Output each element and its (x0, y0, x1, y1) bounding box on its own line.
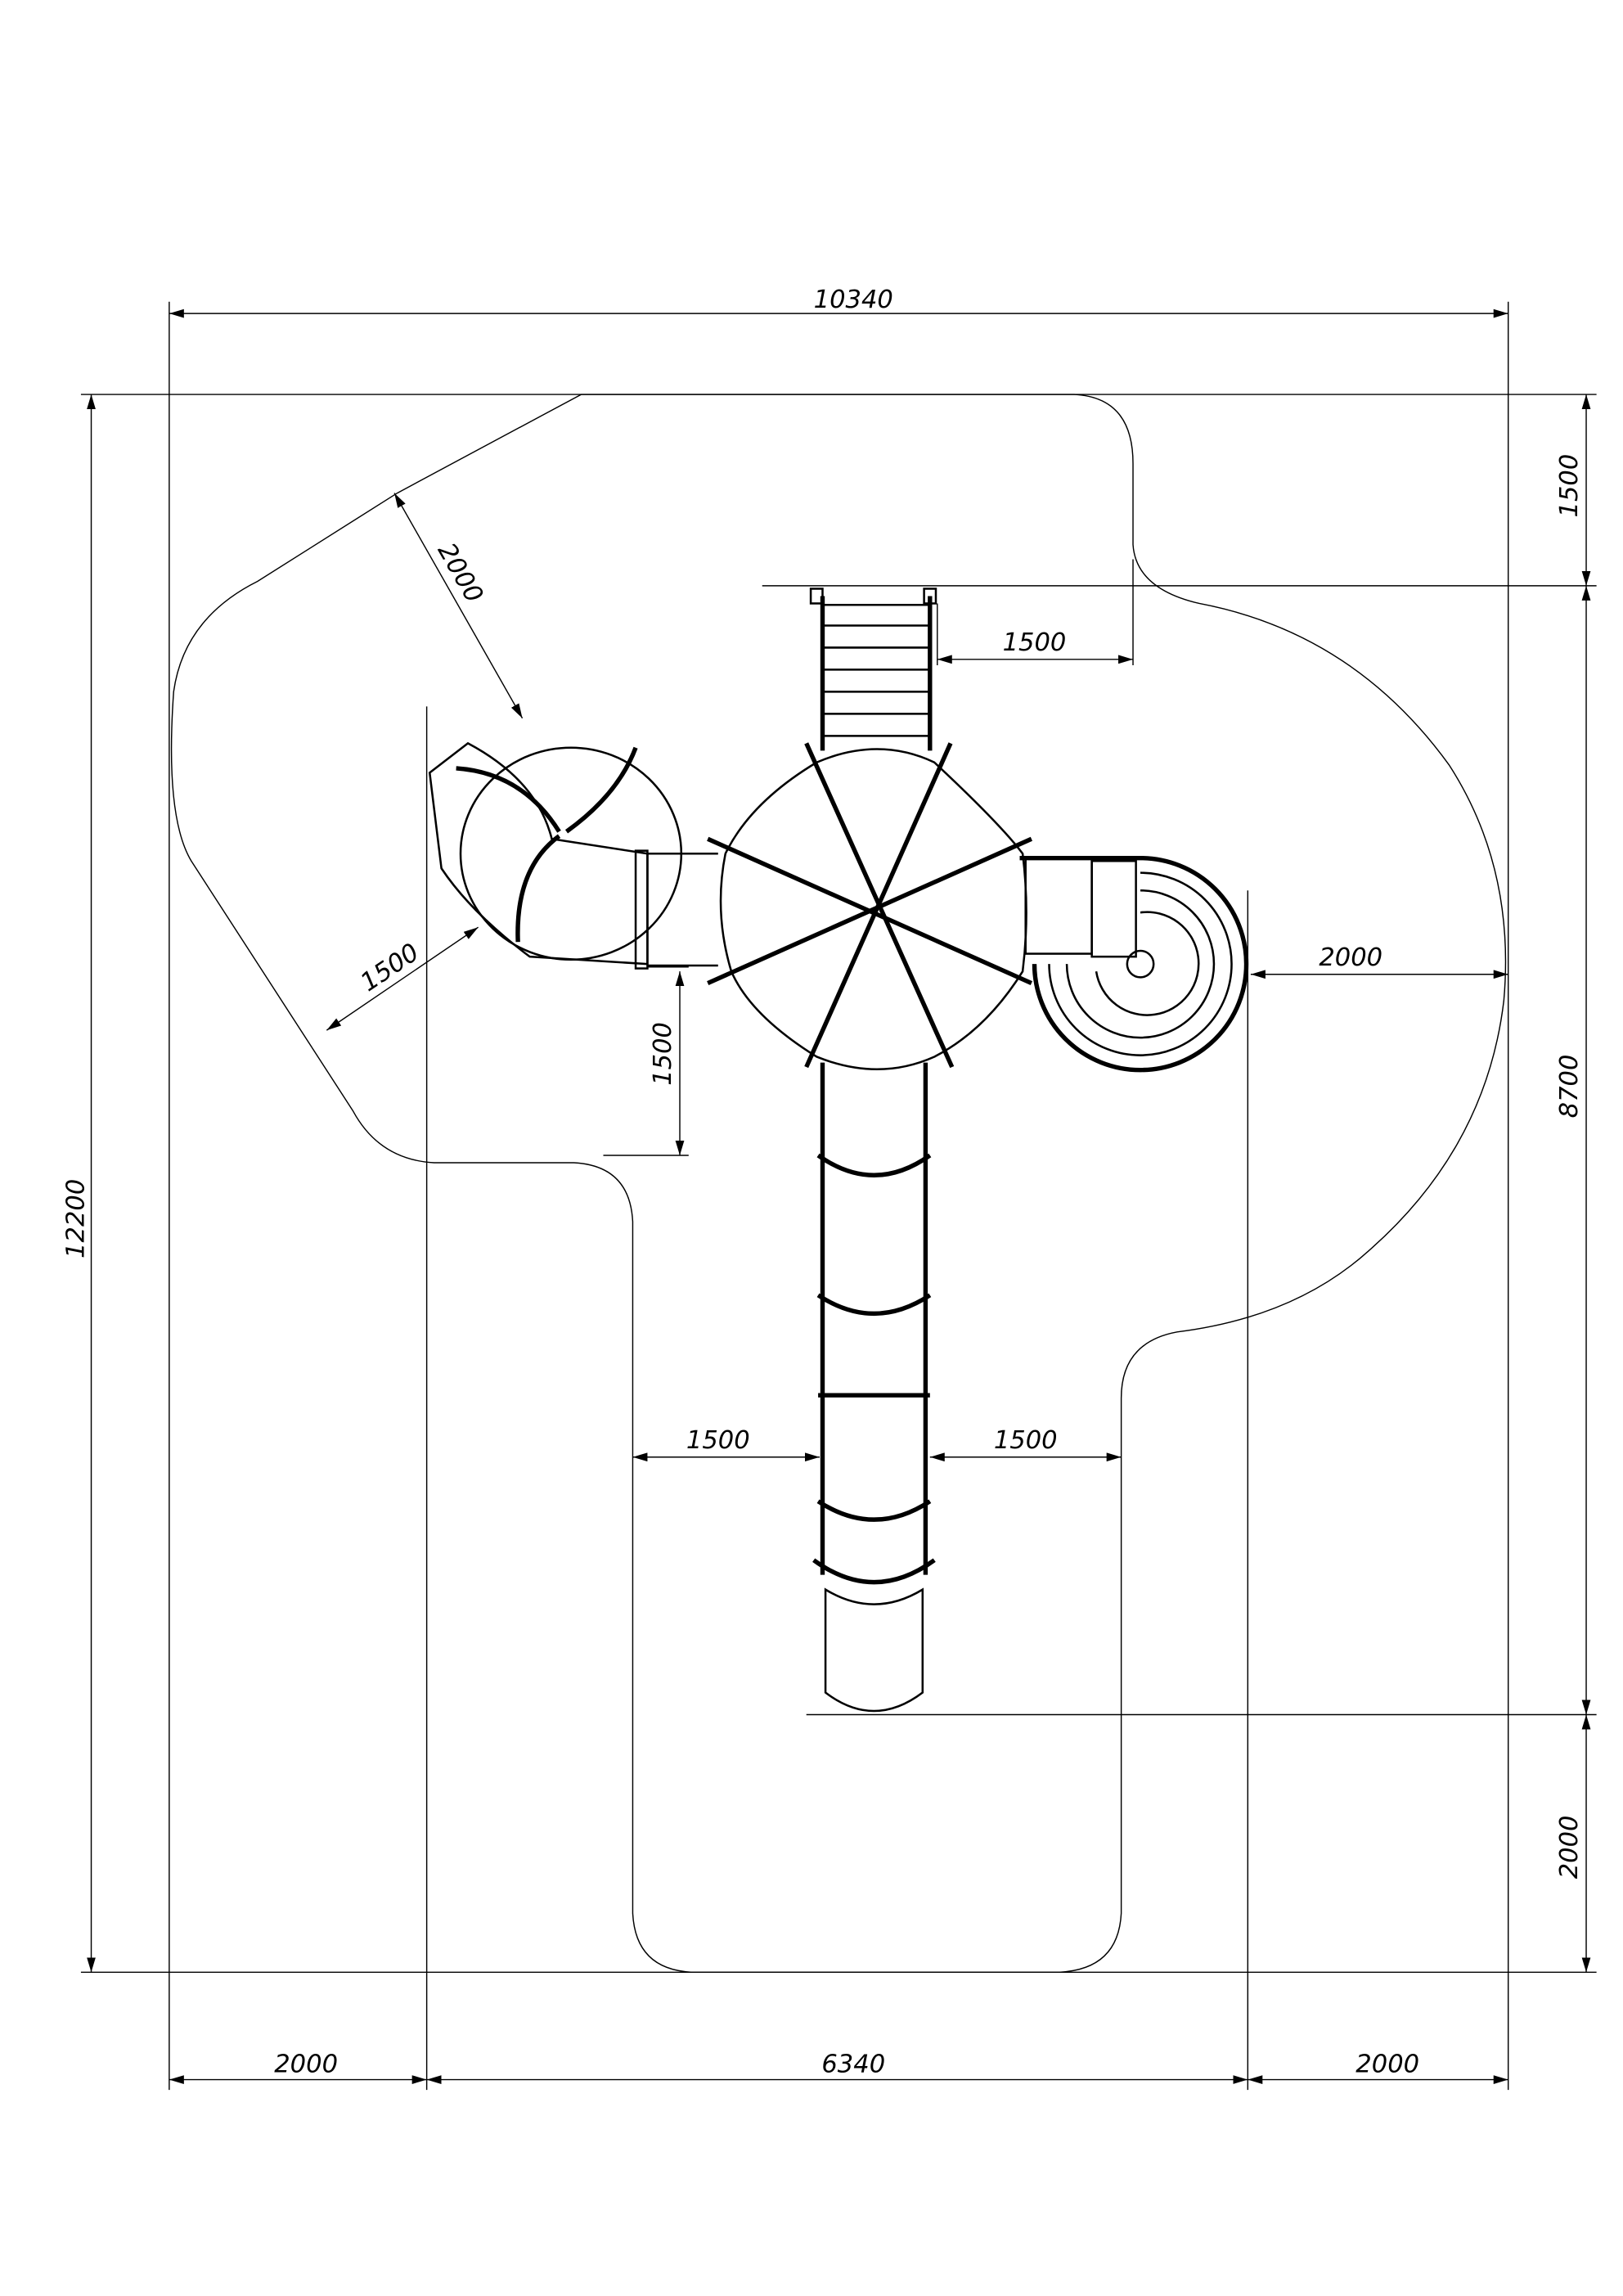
extension-lines (80, 301, 1597, 2091)
dimension-lines (87, 308, 1591, 2084)
dim-overall-width: 10340 (814, 286, 893, 314)
dim-bottom-center: 6340 (821, 2051, 885, 2079)
safety-zone-outline (170, 394, 1507, 1974)
dim-left-tube-clearance: 1500 (649, 1022, 677, 1086)
dim-overall-height: 12200 (62, 1179, 91, 1258)
dim-slide-right-clearance: 1500 (994, 1426, 1058, 1455)
dim-right-middle: 8700 (1555, 1055, 1584, 1119)
dim-spiral-clearance: 2000 (1319, 943, 1382, 972)
dim-bottom-left: 2000 (274, 2051, 338, 2079)
central-tower-roof (707, 742, 1033, 1070)
tube-slide (812, 1062, 936, 1713)
dim-bottom-right: 2000 (1355, 2051, 1419, 2079)
left-curved-tube-slide (428, 741, 718, 970)
dim-slide-left-clearance: 1500 (686, 1426, 750, 1455)
dim-ladder-clearance: 1500 (1003, 628, 1067, 657)
dim-right-bottom: 2000 (1555, 1816, 1584, 1880)
spiral-slide (1019, 855, 1249, 1073)
dim-diag-lower-left: 1500 (356, 939, 425, 998)
dim-right-top: 1500 (1555, 454, 1584, 518)
ladder (809, 588, 937, 751)
